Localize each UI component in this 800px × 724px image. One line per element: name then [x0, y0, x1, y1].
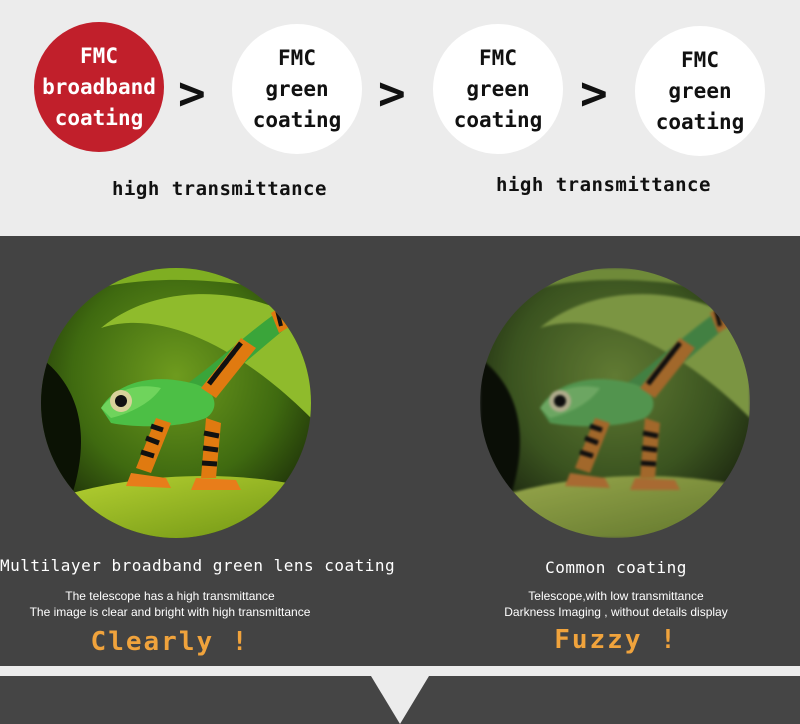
right-panel-title: Common coating: [545, 558, 687, 577]
left-panel-line: The image is clear and bright with high …: [29, 605, 311, 619]
circle-line: coating: [252, 107, 342, 132]
left-panel-title: Multilayer broadband green lens coating: [0, 556, 396, 575]
circle-fmc-green-2: FMC green coating: [433, 24, 563, 154]
greater-than-symbol: >: [378, 66, 406, 120]
greater-than-symbol: >: [178, 66, 206, 120]
circle-line: broadband: [42, 74, 156, 99]
circle-fmc-green-3: FMC green coating: [635, 26, 765, 156]
right-panel-line: Darkness Imaging , without details displ…: [504, 605, 728, 619]
frog-illustration: [41, 268, 311, 538]
down-pointer-icon: [371, 676, 429, 724]
greater-than-symbol: >: [580, 66, 608, 120]
high-transmittance-label: high transmittance: [496, 174, 711, 196]
right-panel-line: Telescope,with low transmittance: [528, 589, 704, 603]
left-panel-line: The telescope has a high transmittance: [65, 589, 275, 603]
circle-line: FMC: [80, 43, 118, 68]
circle-line: green: [668, 78, 732, 103]
frog-illustration: [480, 268, 750, 538]
frog-photo-fuzzy: [480, 268, 750, 538]
circle-line: green: [466, 76, 530, 101]
circle-line: FMC: [278, 45, 316, 70]
circle-line: coating: [655, 109, 745, 134]
left-panel-verdict: Clearly !: [90, 627, 250, 657]
circle-fmc-green-1: FMC green coating: [232, 24, 362, 154]
circle-line: FMC: [681, 47, 719, 72]
section-divider: [0, 666, 800, 676]
right-panel-verdict: Fuzzy !: [554, 625, 678, 655]
circle-line: FMC: [479, 45, 517, 70]
high-transmittance-label: high transmittance: [112, 178, 327, 200]
circle-line: green: [265, 76, 329, 101]
circle-line: coating: [453, 107, 543, 132]
circle-fmc-broadband: FMC broadband coating: [34, 22, 164, 152]
frog-photo-clear: [41, 268, 311, 538]
circle-line: coating: [54, 105, 144, 130]
